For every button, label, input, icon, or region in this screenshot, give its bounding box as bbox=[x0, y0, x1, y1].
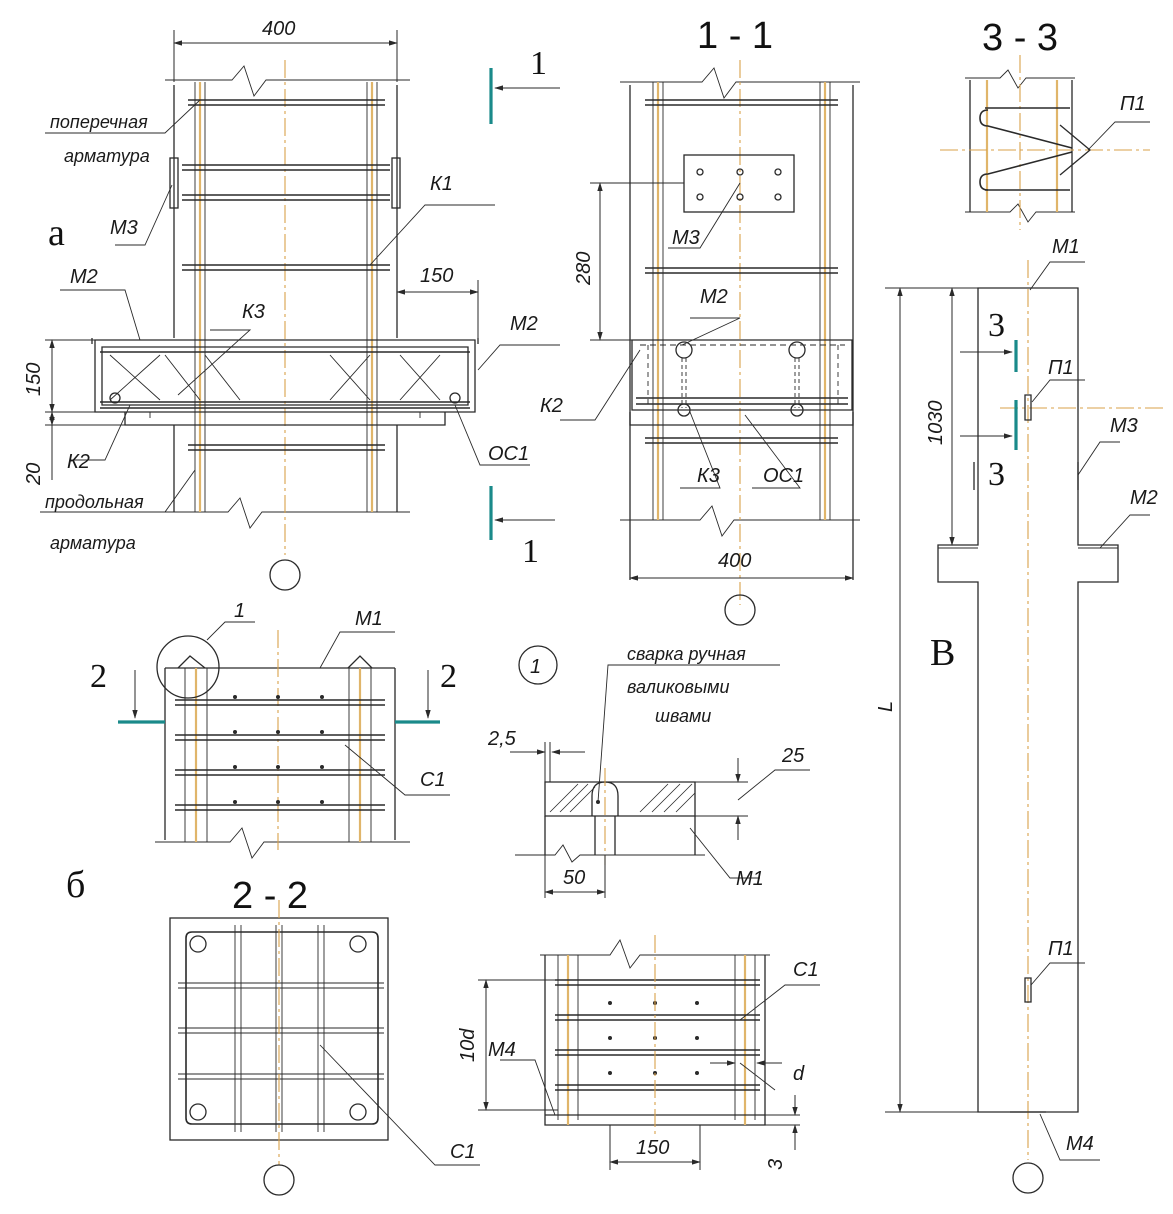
detail-marker-1: 1 bbox=[530, 656, 541, 678]
section-title-2-2: 2 - 2 bbox=[232, 875, 308, 917]
dim-l: L bbox=[875, 701, 897, 712]
mark-m1-detail: М1 bbox=[736, 868, 764, 890]
view-a bbox=[40, 30, 560, 591]
mark-p1-b-top: П1 bbox=[1048, 357, 1074, 379]
mark-k3-a: К3 bbox=[242, 301, 265, 323]
view-b-plate bbox=[118, 621, 450, 859]
dim-150-base: 150 bbox=[636, 1137, 669, 1159]
mark-m3-a: М3 bbox=[110, 217, 138, 239]
cut-number-1-top: 1 bbox=[530, 45, 547, 82]
dim-3: 3 bbox=[765, 1159, 787, 1170]
section-title-1-1: 1 - 1 bbox=[697, 15, 773, 57]
mark-p1-b-bottom: П1 bbox=[1048, 938, 1074, 960]
dim-150-a-vertical: 150 bbox=[23, 363, 45, 396]
detail-callout-1: 1 bbox=[234, 600, 245, 622]
dim-20-a: 20 bbox=[23, 463, 45, 486]
detail-1 bbox=[510, 645, 810, 898]
mark-k2-a: К2 bbox=[67, 451, 90, 473]
dim-400-a: 400 bbox=[262, 18, 295, 40]
mark-m1-plate: М1 bbox=[355, 608, 383, 630]
mark-oc1-a: ОС1 bbox=[488, 443, 529, 465]
section-2-2 bbox=[169, 900, 480, 1196]
cut-number-3-top: 3 bbox=[988, 307, 1005, 344]
dim-150-a: 150 bbox=[420, 265, 453, 287]
mark-oc1-1-1: ОС1 bbox=[763, 465, 804, 487]
mark-m4-base: М4 bbox=[488, 1039, 516, 1061]
section-1-1 bbox=[560, 60, 860, 626]
note-longitudinal-1: продольная bbox=[45, 492, 144, 512]
note-transverse-2: арматура bbox=[64, 146, 150, 166]
mark-k3-1-1: К3 bbox=[697, 465, 720, 487]
dim-2-5: 2,5 bbox=[487, 728, 517, 750]
mark-m1-b: М1 bbox=[1052, 236, 1080, 258]
note-weld-1: сварка ручная bbox=[627, 644, 746, 664]
mark-m4-b: М4 bbox=[1066, 1133, 1094, 1155]
dim-280: 280 bbox=[573, 252, 595, 286]
note-transverse-1: поперечная bbox=[50, 112, 148, 132]
mark-m2-a-right: М2 bbox=[510, 313, 538, 335]
panel-label-v: В bbox=[930, 632, 955, 674]
dim-50: 50 bbox=[563, 867, 585, 889]
mark-p1-3-3: П1 bbox=[1120, 93, 1146, 115]
dim-1030: 1030 bbox=[925, 401, 947, 446]
mark-m2-a-left: М2 bbox=[70, 266, 98, 288]
mark-m3-b: М3 bbox=[1110, 415, 1138, 437]
mark-c1-plate: С1 bbox=[420, 769, 446, 791]
panel-label-b: б bbox=[66, 864, 85, 906]
note-weld-2: валиковыми bbox=[627, 677, 729, 697]
dim-25: 25 bbox=[781, 745, 805, 767]
mark-m3-1-1: М3 bbox=[672, 227, 700, 249]
cut-number-1-bottom: 1 bbox=[522, 533, 539, 570]
note-weld-3: швами bbox=[655, 706, 711, 726]
note-longitudinal-2: арматура bbox=[50, 533, 136, 553]
mark-c1-base: С1 bbox=[793, 959, 819, 981]
section-title-3-3: 3 - 3 bbox=[982, 17, 1058, 59]
cut-number-2-left: 2 bbox=[90, 658, 107, 695]
cut-number-2-right: 2 bbox=[440, 658, 457, 695]
panel-label-a: а bbox=[48, 212, 65, 254]
labels: а б В 1 - 1 2 - 2 3 - 3 1 1 2 2 3 3 1 1 … bbox=[23, 15, 1158, 1170]
mark-k1: К1 bbox=[430, 173, 453, 195]
dim-400-1-1: 400 bbox=[718, 550, 751, 572]
cut-number-3-bottom: 3 bbox=[988, 456, 1005, 493]
mark-m2-b: М2 bbox=[1130, 487, 1158, 509]
mark-k2-1-1: К2 bbox=[540, 395, 563, 417]
dim-10d: 10d bbox=[457, 1028, 479, 1062]
mark-d: d bbox=[793, 1063, 805, 1085]
base-detail bbox=[478, 935, 820, 1170]
section-3-3 bbox=[940, 55, 1150, 230]
mark-m2-1-1: М2 bbox=[700, 286, 728, 308]
view-b bbox=[885, 260, 1165, 1194]
mark-c1-2-2: С1 bbox=[450, 1141, 476, 1163]
